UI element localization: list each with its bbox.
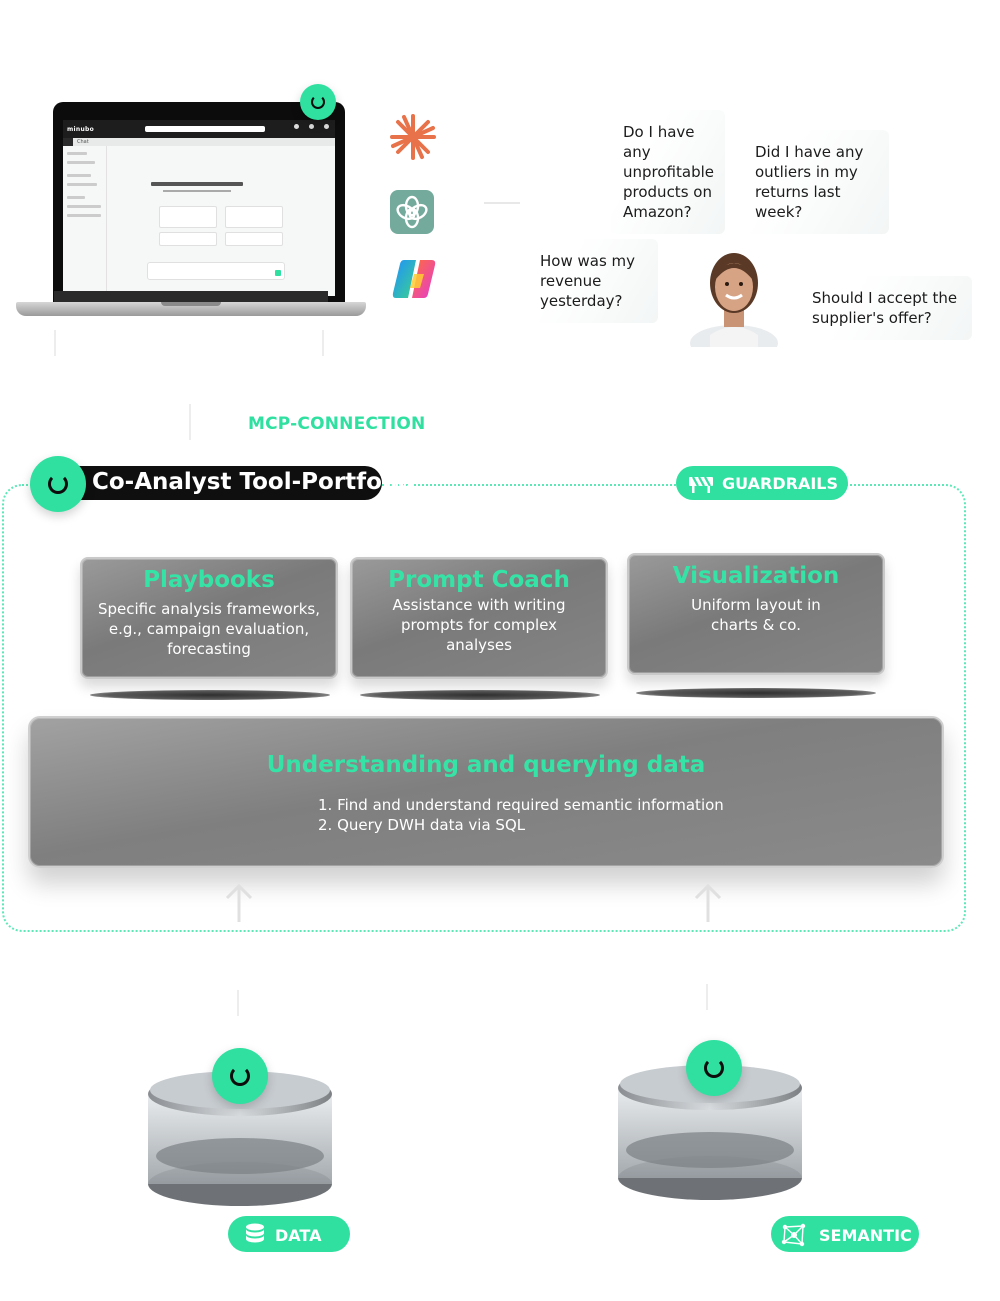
- portfolio-frame: [2, 484, 966, 932]
- send-button[interactable]: [275, 270, 281, 276]
- mcp-connection-label: MCP-CONNECTION: [248, 414, 426, 434]
- suggestion-card[interactable]: [225, 206, 283, 228]
- tab-accent: [63, 138, 73, 146]
- chat-subline: [163, 190, 231, 192]
- loading-ring-icon: [212, 1048, 268, 1104]
- connector-line: [54, 330, 56, 356]
- core-block: Understanding and querying data 1. Find …: [28, 716, 944, 868]
- app-logo: minubo: [67, 126, 95, 133]
- tool-card-title: Playbooks: [143, 567, 275, 593]
- tool-card-description: Uniform layout in charts & co.: [691, 596, 821, 634]
- tool-card-playbooks: Playbooks Specific analysis frameworks, …: [80, 557, 338, 679]
- laptop-lid: minubo Chat: [53, 102, 345, 302]
- app-sidebar: [63, 146, 107, 296]
- portfolio-title-pill: [38, 466, 382, 500]
- core-title: Understanding and querying data: [266, 752, 706, 778]
- app-tabbar: Chat: [63, 138, 335, 146]
- claude-starburst-icon: [390, 114, 436, 160]
- chat-input[interactable]: [147, 262, 285, 280]
- connector-line: [237, 990, 239, 1016]
- database-cylinder-data: [148, 1071, 332, 1206]
- loading-ring-icon: [686, 1040, 742, 1096]
- connector-line: [322, 330, 324, 356]
- chatgpt-knot-icon: [390, 190, 434, 234]
- chat-headline: [151, 182, 243, 186]
- arrow-up-icon: [694, 884, 722, 922]
- tool-card-description: Assistance with writing prompts for comp…: [392, 596, 566, 654]
- suggestion-card[interactable]: [225, 232, 283, 246]
- copilot-icon: [392, 260, 436, 298]
- tool-card-title: Prompt Coach: [388, 567, 570, 593]
- tool-card-prompt-coach: Prompt Coach Assistance with writing pro…: [350, 557, 608, 679]
- database-icon: [246, 1223, 264, 1243]
- core-step: 2. Query DWH data via SQL: [318, 816, 526, 834]
- card-shadow: [360, 690, 600, 700]
- connector-line: [706, 984, 708, 1010]
- laptop-base: [16, 302, 366, 316]
- portfolio-title: Co-Analyst Tool-Portfolio: [92, 469, 414, 495]
- card-shadow: [90, 690, 330, 700]
- app-top-icons: [294, 124, 329, 129]
- data-label: DATA: [275, 1226, 322, 1245]
- tool-card-visualization: Visualization Uniform layout in charts &…: [627, 553, 885, 675]
- barrier-icon: [689, 476, 713, 493]
- tool-card-title: Visualization: [672, 563, 840, 589]
- connector-line: [189, 404, 191, 440]
- arrow-up-icon: [225, 884, 253, 922]
- suggestion-card[interactable]: [159, 206, 217, 228]
- network-graph-icon: [781, 1223, 806, 1247]
- semantic-label: SEMANTIC: [819, 1226, 912, 1245]
- laptop-notch: [161, 302, 221, 306]
- tool-card-description: Specific analysis frameworks, e.g., camp…: [97, 600, 320, 658]
- app-topbar: minubo: [63, 120, 335, 138]
- app-search-input[interactable]: [145, 126, 265, 132]
- laptop-screen: minubo Chat: [63, 120, 335, 296]
- tab-chat[interactable]: Chat: [77, 139, 89, 145]
- connector-line: [484, 202, 520, 204]
- loading-ring-icon: [300, 84, 336, 120]
- card-shadow: [636, 688, 876, 698]
- database-cylinder-semantic: [618, 1065, 802, 1200]
- laptop-keyboard: [54, 291, 328, 304]
- user-avatar: [690, 253, 778, 347]
- core-step: 1. Find and understand required semantic…: [318, 796, 724, 814]
- suggestion-card[interactable]: [159, 232, 217, 246]
- laptop-mockup: minubo Chat: [16, 102, 366, 342]
- guardrails-label: GUARDRAILS: [722, 474, 838, 493]
- loading-ring-icon: [30, 456, 86, 512]
